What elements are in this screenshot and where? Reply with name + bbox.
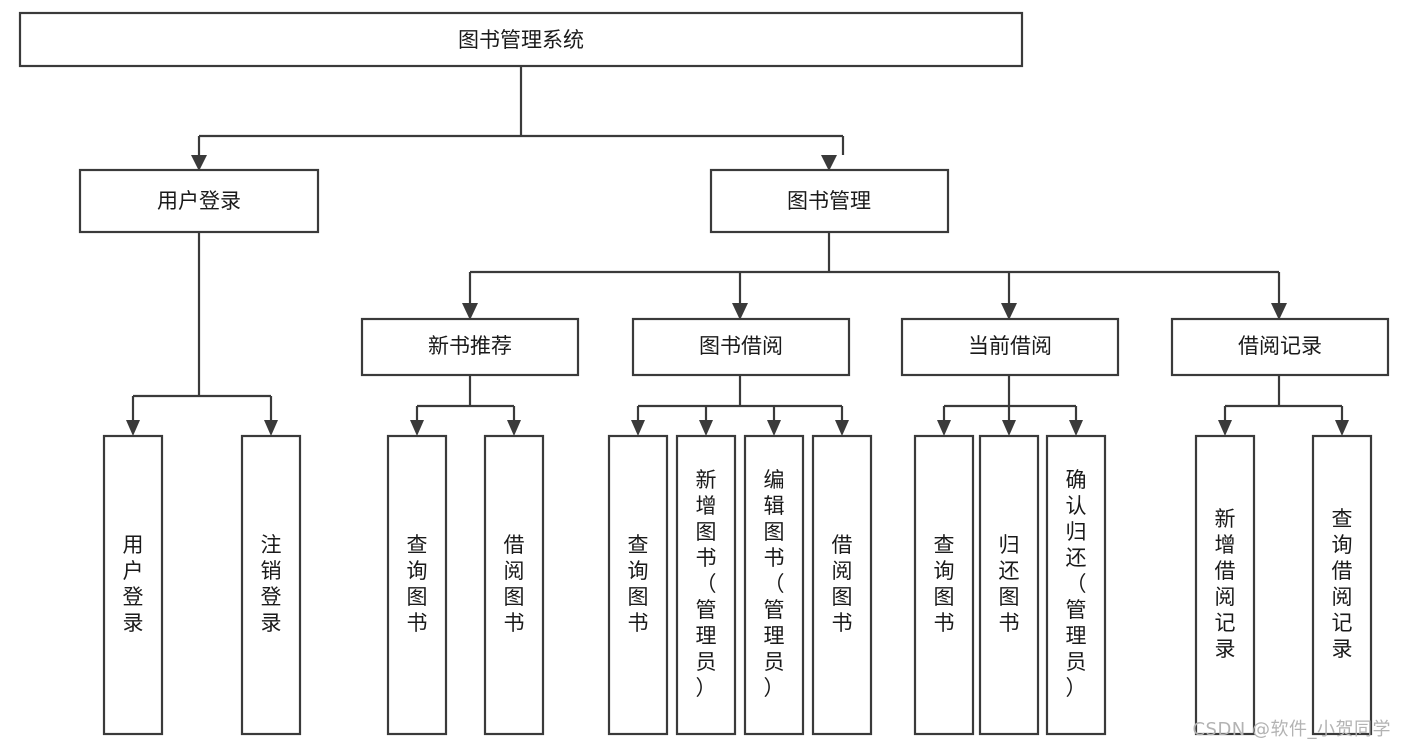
edge-borrowrecord-trunk <box>1223 375 1344 420</box>
leaf-logout-label: 注销登录 <box>261 533 282 635</box>
leaf-cb-query-book-label: 查询图书 <box>934 533 955 635</box>
leaf-bb-edit-book-box[interactable] <box>743 434 805 736</box>
leaf-bb-query-book[interactable]: 查询图书 <box>607 434 669 736</box>
node-user-login-label: 用户登录 <box>157 189 241 213</box>
leaf-bb-add-book-label: 新增图书（管理员） <box>696 468 717 700</box>
arrow-to-leaf-bb-edit <box>767 420 781 436</box>
arrow-to-book-borrow <box>732 303 748 320</box>
leaf-nb-query-book-box[interactable] <box>386 434 448 736</box>
arrowhead-layer <box>126 155 1349 436</box>
leaf-logout-box[interactable] <box>240 434 302 736</box>
leaf-bb-edit-book-label: 编辑图书（管理员） <box>764 468 785 700</box>
arrow-to-leaf-nb-query <box>410 420 424 436</box>
leaf-br-add-record[interactable]: 新增借阅记录 <box>1194 434 1256 736</box>
leaf-cb-query-book[interactable]: 查询图书 <box>913 434 975 736</box>
arrow-to-leaf-br-add <box>1218 420 1232 436</box>
leaf-bb-borrow-book[interactable]: 借阅图书 <box>811 434 873 736</box>
leaf-bb-add-book[interactable]: 新增图书（管理员） <box>675 434 737 736</box>
node-book-management[interactable]: 图书管理 <box>709 168 950 234</box>
node-root[interactable]: 图书管理系统 <box>18 11 1024 68</box>
arrow-to-book-management <box>821 155 837 171</box>
node-new-book-recommend-label: 新书推荐 <box>428 334 512 358</box>
leaf-nb-query-book[interactable]: 查询图书 <box>386 434 448 736</box>
leaf-nb-query-book-label: 查询图书 <box>407 533 428 635</box>
leaf-br-query-record[interactable]: 查询借阅记录 <box>1311 434 1373 736</box>
node-book-management-box[interactable] <box>709 168 950 234</box>
leaf-br-query-record-label: 查询借阅记录 <box>1332 507 1353 661</box>
node-book-management-label: 图书管理 <box>787 189 871 213</box>
arrow-to-borrow-record <box>1271 303 1287 320</box>
leaf-cb-return-book-label: 归还图书 <box>999 533 1020 635</box>
node-current-borrow-box[interactable] <box>900 317 1120 377</box>
leaf-cb-confirm-return[interactable]: 确认归还（管理员） <box>1045 434 1107 736</box>
edge-newbook-trunk <box>415 375 516 420</box>
leaf-user-login[interactable]: 用户登录 <box>102 434 164 736</box>
node-root-label: 图书管理系统 <box>458 28 584 52</box>
node-current-borrow-label: 当前借阅 <box>968 334 1052 358</box>
leaf-bb-edit-book[interactable]: 编辑图书（管理员） <box>743 434 805 736</box>
node-user-login[interactable]: 用户登录 <box>78 168 320 234</box>
leaf-cb-confirm-return-label: 确认归还（管理员） <box>1066 468 1087 700</box>
arrow-to-leaf-logout <box>264 420 278 436</box>
leaf-br-add-record-label: 新增借阅记录 <box>1215 507 1236 661</box>
leaf-nb-borrow-book[interactable]: 借阅图书 <box>483 434 545 736</box>
leaf-logout[interactable]: 注销登录 <box>240 434 302 736</box>
arrow-to-leaf-user-login <box>126 420 140 436</box>
arrow-to-leaf-cb-return <box>1002 420 1016 436</box>
arrow-to-user-login <box>191 155 207 171</box>
leaf-bb-borrow-book-box[interactable] <box>811 434 873 736</box>
node-book-borrow-box[interactable] <box>631 317 851 377</box>
arrow-to-leaf-nb-borrow <box>507 420 521 436</box>
arrow-to-leaf-bb-borrow <box>835 420 849 436</box>
leaf-bb-add-book-box[interactable] <box>675 434 737 736</box>
node-book-borrow-label: 图书借阅 <box>699 334 783 358</box>
leaf-br-add-record-box[interactable] <box>1194 434 1256 736</box>
edge-borrowbook-trunk <box>636 375 844 420</box>
edge-userlogin-trunk <box>131 232 273 420</box>
leaf-bb-query-book-box[interactable] <box>607 434 669 736</box>
connector-layer <box>131 66 1344 420</box>
leaf-cb-query-book-box[interactable] <box>913 434 975 736</box>
leaf-nb-borrow-book-label: 借阅图书 <box>504 533 525 635</box>
node-book-borrow[interactable]: 图书借阅 <box>631 317 851 377</box>
node-user-login-box[interactable] <box>78 168 320 234</box>
arrow-to-new-book-rec <box>462 303 478 320</box>
leaf-bb-borrow-book-label: 借阅图书 <box>832 533 853 635</box>
node-borrow-record[interactable]: 借阅记录 <box>1170 317 1390 377</box>
leaf-cb-return-book[interactable]: 归还图书 <box>978 434 1040 736</box>
arrow-to-leaf-br-query <box>1335 420 1349 436</box>
node-current-borrow[interactable]: 当前借阅 <box>900 317 1120 377</box>
leaf-br-query-record-box[interactable] <box>1311 434 1373 736</box>
leaf-bb-query-book-label: 查询图书 <box>628 533 649 635</box>
node-new-book-recommend-box[interactable] <box>360 317 580 377</box>
arrow-to-leaf-bb-add <box>699 420 713 436</box>
edge-currentborrow-trunk <box>942 375 1078 420</box>
leaf-user-login-label: 用户登录 <box>123 533 144 635</box>
node-new-book-recommend[interactable]: 新书推荐 <box>360 317 580 377</box>
node-borrow-record-label: 借阅记录 <box>1238 334 1322 358</box>
node-borrow-record-box[interactable] <box>1170 317 1390 377</box>
arrow-to-leaf-cb-query <box>937 420 951 436</box>
node-root-box[interactable] <box>18 11 1024 68</box>
arrow-to-leaf-cb-confirm <box>1069 420 1083 436</box>
arrow-to-current-borrow <box>1001 303 1017 320</box>
edge-bookmgmt-trunk <box>468 232 1281 303</box>
leaf-cb-confirm-return-box[interactable] <box>1045 434 1107 736</box>
edge-root-trunk <box>197 66 845 155</box>
leaf-nb-borrow-book-box[interactable] <box>483 434 545 736</box>
arrow-to-leaf-bb-query <box>631 420 645 436</box>
leaf-cb-return-book-box[interactable] <box>978 434 1040 736</box>
leaf-user-login-box[interactable] <box>102 434 164 736</box>
